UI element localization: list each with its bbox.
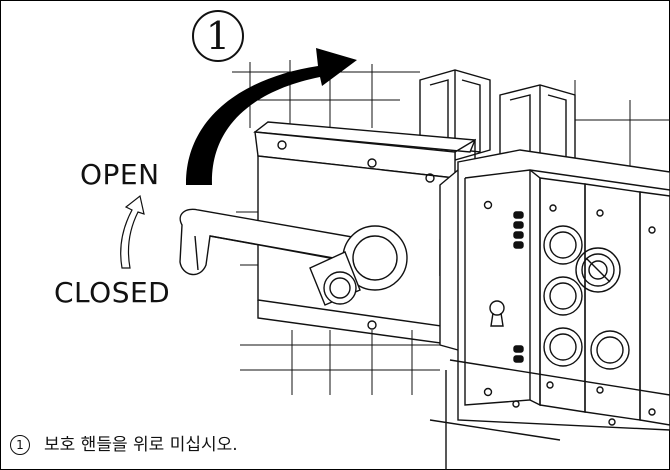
- caption: 1 보호 핸들을 위로 미십시오.: [6, 428, 242, 457]
- curved-arrow-up-icon: [185, 48, 357, 185]
- caption-text: 보호 핸들을 위로 미십시오.: [44, 435, 238, 455]
- closed-label: CLOSED: [54, 276, 171, 309]
- step-number-marker: 1: [192, 10, 244, 62]
- outline-arrow-up-icon: [120, 194, 145, 269]
- control-module: [429, 149, 670, 470]
- caption-number: 1: [10, 435, 30, 455]
- open-label: OPEN: [80, 158, 160, 191]
- handle-icon: [179, 208, 408, 306]
- wire-mesh: [232, 60, 670, 395]
- emergency-stop-icon: [575, 247, 621, 293]
- keyhole-icon: [489, 300, 505, 327]
